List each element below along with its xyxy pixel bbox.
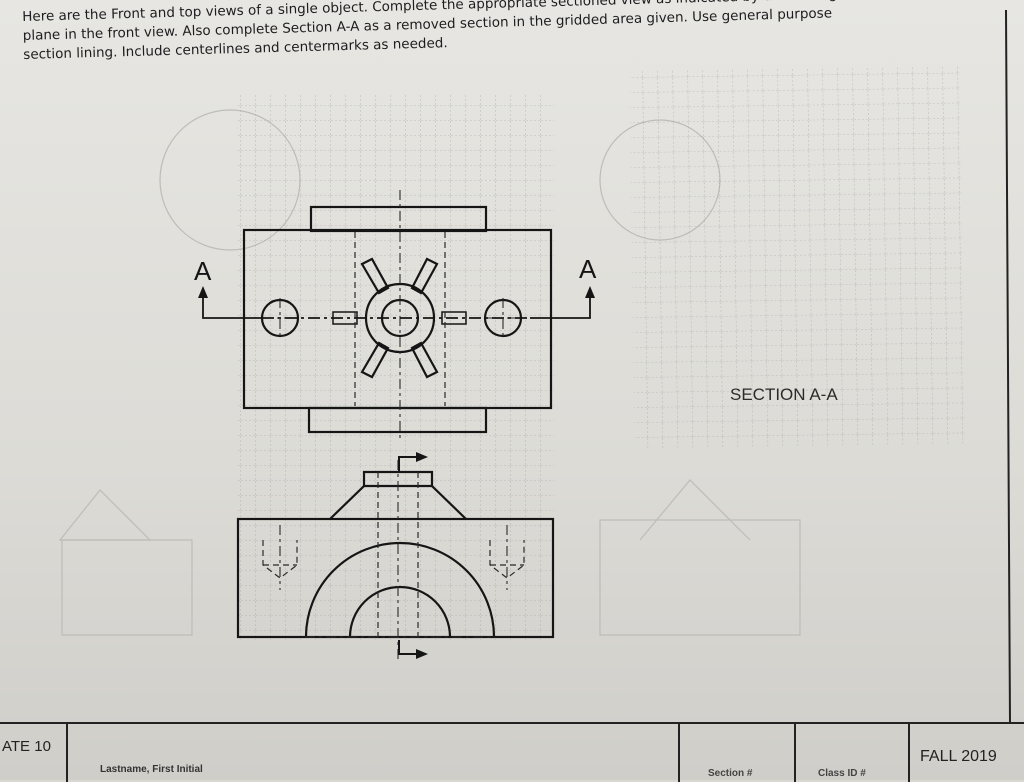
cutting-plane-label-left: A bbox=[194, 256, 212, 286]
drawing-grid bbox=[238, 95, 554, 640]
section-field-label: Section # bbox=[708, 768, 753, 779]
plate-number: ATE 10 bbox=[2, 738, 51, 755]
name-cell: Lastname, First Initial bbox=[66, 724, 678, 782]
title-block: ATE 10 Lastname, First Initial Section #… bbox=[0, 722, 1024, 782]
class-id-field-label: Class ID # bbox=[818, 768, 866, 779]
front-view-hidden-lines bbox=[262, 472, 525, 637]
term-cell: FALL 2019 bbox=[908, 724, 1024, 782]
section-cell: Section # bbox=[678, 724, 794, 782]
top-view-hidden-lines bbox=[354, 232, 446, 406]
front-view-cutting-plane bbox=[398, 456, 420, 655]
page-border-right bbox=[1005, 9, 1011, 725]
cutting-plane-line bbox=[202, 292, 591, 319]
class-id-cell: Class ID # bbox=[794, 724, 908, 782]
section-a-a-grid bbox=[629, 65, 965, 449]
term-label: FALL 2019 bbox=[920, 748, 997, 765]
front-view-centerlines bbox=[279, 460, 508, 660]
section-a-a-label: SECTION A-A bbox=[730, 385, 838, 404]
cutting-plane-arrows bbox=[198, 286, 595, 298]
front-view-arrowheads bbox=[416, 452, 428, 659]
name-field-label: Lastname, First Initial bbox=[100, 764, 203, 775]
cutting-plane-label-right: A bbox=[579, 254, 597, 284]
